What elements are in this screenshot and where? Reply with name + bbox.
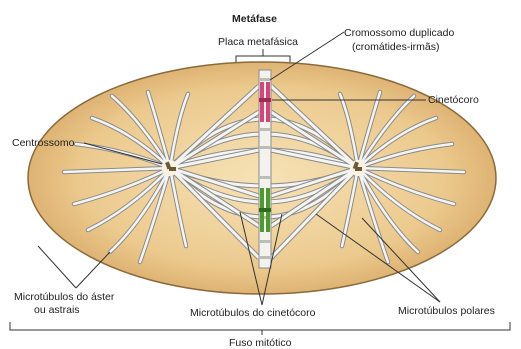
label-cinetocoro: Cinetócoro	[428, 94, 479, 106]
title: Metáfase	[232, 13, 277, 25]
label-mt-polares: Microtúbulos polares	[398, 305, 495, 317]
centrosome-right	[350, 160, 366, 176]
label-aster-line1: Microtúbulos do áster	[14, 291, 115, 303]
leader-aster-1	[38, 246, 76, 288]
label-mt-cinetocoro: Microtúbulos do cinetócoro	[190, 307, 316, 319]
spindle-bracket	[10, 322, 510, 330]
label-fuso-mitotico: Fuso mitótico	[229, 337, 292, 349]
label-placa-metafasica: Placa metafásica	[218, 36, 298, 48]
label-cromossomo-line2: (cromátides-irmãs)	[352, 41, 440, 53]
plate-bracket	[236, 56, 290, 62]
label-centrossomo: Centrossomo	[12, 137, 75, 149]
centrosome-left	[162, 160, 178, 176]
label-cromossomo-line1: Cromossomo duplicado	[344, 27, 454, 39]
label-aster-line2: ou astrais	[34, 304, 80, 316]
